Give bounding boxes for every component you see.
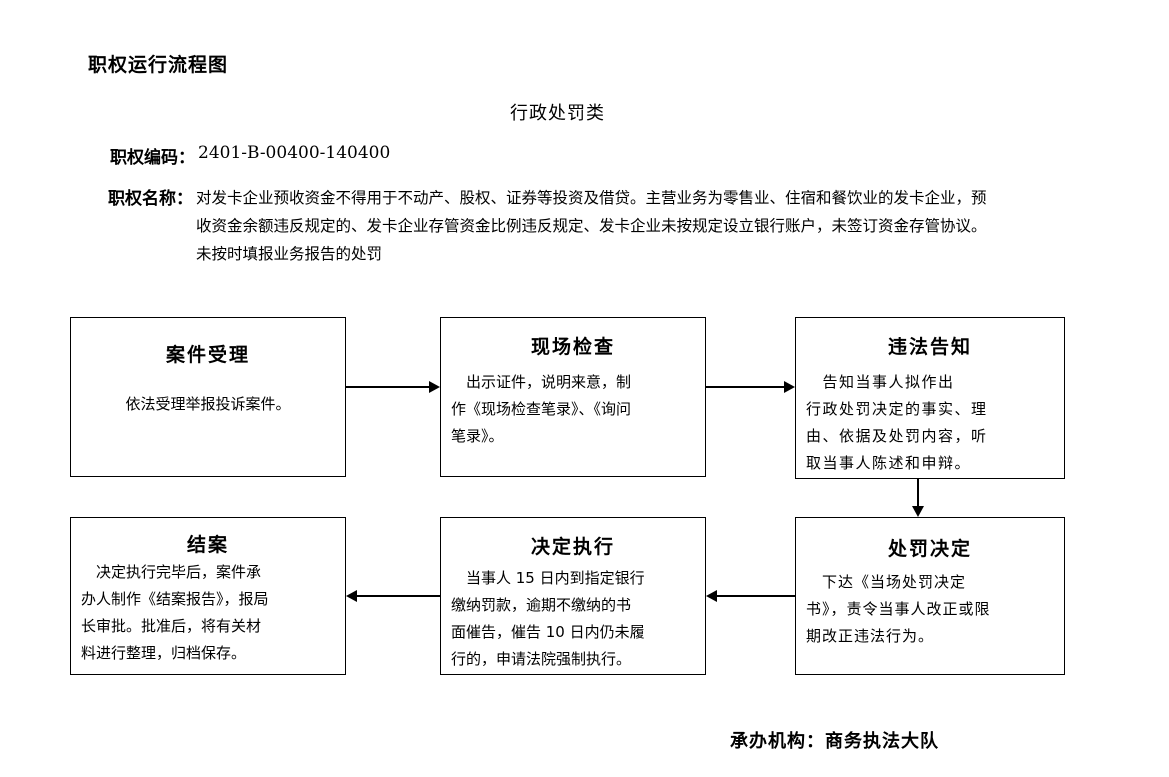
flow-box-body: 告知当事人拟作出 行政处罚决定的事实、理 由、依据及处罚内容，听 取当事人陈述和… [796,369,1064,477]
authority-name-value: 对发卡企业预收资金不得用于不动产、股权、证券等投资及借贷。主营业务为零售业、住宿… [193,184,987,268]
flow-box-line: 行政处罚决定的事实、理 [806,400,988,418]
flow-box-line: 出示证件，说明来意，制 [451,373,632,391]
page-title: 职权运行流程图 [88,54,229,76]
flow-box-body: 出示证件，说明来意，制 作《现场检查笔录》、《询问 笔录》。 [441,369,705,450]
arrow-left-icon [706,590,795,602]
flow-box-body: 下达《当场处罚决定 书》，责令当事人改正或限 期改正违法行为。 [796,569,1064,650]
arrow-shaft [346,386,430,388]
arrow-head [706,590,717,602]
authority-name-row: 职权名称： 对发卡企业预收资金不得用于不动产、股权、证券等投资及借贷。主营业务为… [108,184,1128,268]
flow-box-site-inspection: 现场检查 出示证件，说明来意，制 作《现场检查笔录》、《询问 笔录》。 [440,317,706,477]
arrow-shaft [716,595,795,597]
flow-box-case-acceptance: 案件受理 依法受理举报投诉案件。 [70,317,346,477]
authority-code-row: 职权编码： 2401-B-00400-140400 [110,143,390,168]
flow-box-title: 处罚决定 [887,538,972,560]
arrow-head [912,506,924,517]
flow-box-title: 结案 [186,534,229,556]
arrow-shaft [917,479,919,507]
flow-box-line: 取当事人陈述和申辩。 [806,454,972,472]
flow-box-title: 违法告知 [887,336,972,358]
arrow-left-icon [346,590,440,602]
arrow-down-icon [912,479,924,517]
footer-organization: 承办机构：商务执法大队 [730,731,939,752]
flow-box-body: 当事人 15 日内到指定银行 缴纳罚款，逾期不缴纳的书 面催告，催告 10 日内… [441,565,705,673]
flow-box-violation-notice: 违法告知 告知当事人拟作出 行政处罚决定的事实、理 由、依据及处罚内容，听 取当… [795,317,1065,479]
flow-box-line: 当事人 15 日内到指定银行 [451,569,645,587]
flow-box-line: 缴纳罚款，逾期不缴纳的书 [451,596,632,614]
authority-name-line: 未按时填报业务报告的处罚 [196,245,383,263]
flow-box-body: 依法受理举报投诉案件。 [71,391,345,418]
arrow-shaft [706,386,785,388]
page-subtitle: 行政处罚类 [510,103,605,124]
flow-box-line: 依法受理举报投诉案件。 [125,395,291,413]
flow-box-body: 决定执行完毕后，案件承 办人制作《结案报告》，报局 长审批。批准后，将有关材 料… [71,559,345,667]
flow-box-line: 书》，责令当事人改正或限 [806,600,991,618]
flow-box-line: 长审批。批准后，将有关材 [81,617,262,635]
flow-box-line: 面催告，催告 10 日内仍未履 [451,623,645,641]
flow-box-line: 期改正违法行为。 [806,627,935,645]
flow-box-line: 决定执行完毕后，案件承 [81,563,262,581]
flow-box-line: 作《现场检查笔录》、《询问 [451,400,632,418]
authority-name-line: 对发卡企业预收资金不得用于不动产、股权、证券等投资及借贷。主营业务为零售业、住宿… [196,189,987,207]
flow-box-penalty-decision: 处罚决定 下达《当场处罚决定 书》，责令当事人改正或限 期改正违法行为。 [795,517,1065,675]
flow-box-line: 告知当事人拟作出 [806,373,955,391]
flow-box-line: 下达《当场处罚决定 [806,573,967,591]
authority-name-label: 职权名称： [108,189,193,209]
arrow-head [346,590,357,602]
authority-code-label: 职权编码： [110,148,195,168]
arrow-right-icon [706,381,795,393]
flow-box-line: 料进行整理，归档保存。 [81,644,247,662]
flow-box-line: 行的，申请法院强制执行。 [451,650,632,668]
flow-box-line: 笔录》。 [451,427,504,445]
arrow-head [429,381,440,393]
flow-box-line: 由、依据及处罚内容，听 [806,427,988,445]
flow-box-title: 现场检查 [530,336,615,358]
flow-box-title: 案件受理 [165,344,250,366]
flow-box-decision-execution: 决定执行 当事人 15 日内到指定银行 缴纳罚款，逾期不缴纳的书 面催告，催告 … [440,517,706,675]
authority-name-line: 收资金余额违反规定的、发卡企业存管资金比例违反规定、发卡企业未按规定设立银行账户… [196,217,987,235]
flow-box-case-closure: 结案 决定执行完毕后，案件承 办人制作《结案报告》，报局 长审批。批准后，将有关… [70,517,346,675]
authority-code-value: 2401-B-00400-140400 [198,143,391,163]
flow-box-title: 决定执行 [530,536,615,558]
arrow-head [784,381,795,393]
arrow-shaft [356,595,440,597]
flow-box-line: 办人制作《结案报告》，报局 [81,590,269,608]
arrow-right-icon [346,381,440,393]
